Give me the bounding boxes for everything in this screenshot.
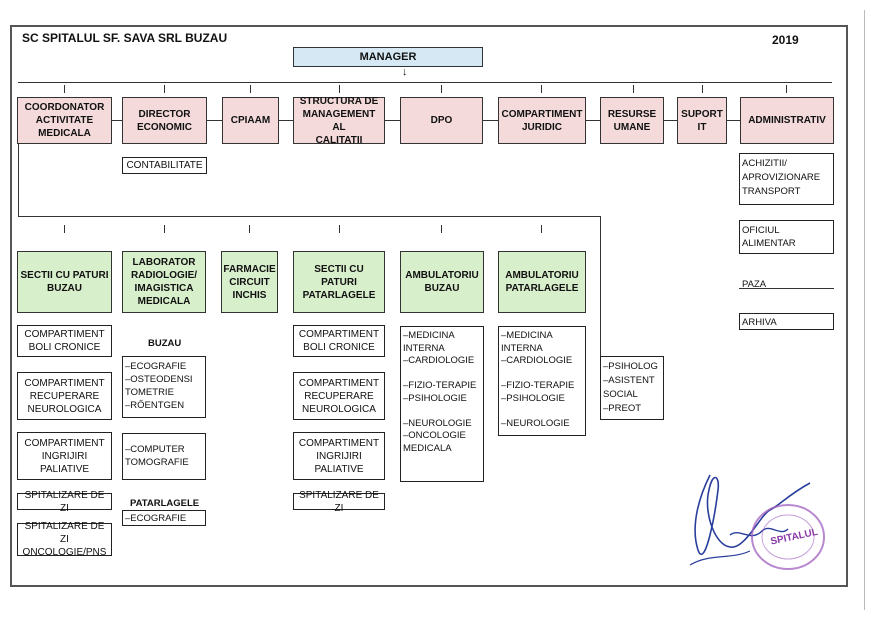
medical-connector-line	[18, 216, 600, 217]
tick	[339, 225, 340, 233]
tick	[250, 85, 251, 93]
ambulatoriu-buzau-box: AMBULATORIU BUZAU	[400, 251, 484, 313]
sectii-paturi-patarlagele-box: SECTII CU PATURI PATARLAGELE	[293, 251, 385, 313]
resurse-umane-box: RESURSE UMANE	[600, 97, 664, 144]
buzau-boli-cronice-box: COMPARTIMENT BOLI CRONICE	[17, 325, 112, 357]
farmacie-box: FARMACIE CIRCUIT INCHIS	[221, 251, 278, 313]
year-label: 2019	[772, 33, 799, 47]
sectii-paturi-buzau-box: SECTII CU PATURI BUZAU	[17, 251, 112, 313]
tick	[64, 85, 65, 93]
contabilitate-box: CONTABILITATE	[122, 157, 207, 174]
ambulatoriu-buzau-list: –MEDICINA INTERNA –CARDIOLOGIE –FIZIO-TE…	[400, 326, 484, 482]
computer-tomografie-list: –COMPUTER TOMOGRAFIE	[122, 433, 206, 480]
link	[207, 120, 222, 121]
tick	[702, 85, 703, 93]
coordonator-activitate-medicala-box: COORDONATOR ACTIVITATE MEDICALA	[17, 97, 112, 144]
patarlagele-spitalizare-zi-box: SPITALIZARE DE ZI	[293, 490, 385, 514]
achizitii-box: ACHIZITII/ APROVIZIONARE TRANSPORT	[739, 153, 834, 205]
patarlagele-recuperare-neurologica-box: COMPARTIMENT RECUPERARE NEUROLOGICA	[293, 372, 385, 420]
ambulatoriu-patarlagele-box: AMBULATORIU PATARLAGELE	[498, 251, 586, 313]
chart-frame	[10, 25, 848, 587]
medical-vertical-line	[18, 144, 19, 216]
radiologie-buzau-label: BUZAU	[148, 338, 182, 349]
manager-box: MANAGER	[293, 47, 483, 67]
link	[385, 120, 400, 121]
link	[664, 120, 677, 121]
tick	[64, 225, 65, 233]
buzau-spitalizare-zi-oncologie-box: SPITALIZARE DE ZI ONCOLOGIE/PNS	[17, 521, 112, 558]
link	[112, 120, 122, 121]
page-edge-line	[864, 10, 865, 610]
patarlagele-ingrijiri-paliative-box: COMPARTIMENT INGRIJIRI PALIATIVE	[293, 432, 385, 480]
tick	[441, 85, 442, 93]
radiologie-patarlagele-label: PATARLAGELE	[130, 498, 200, 509]
ambulatoriu-patarlagele-list: –MEDICINA INTERNA –CARDIOLOGIE –FIZIO-TE…	[498, 326, 586, 436]
tick	[164, 225, 165, 233]
arhiva-box: ARHIVA	[739, 313, 834, 330]
administrativ-box: ADMINISTRATIV	[740, 97, 834, 144]
dpo-box: DPO	[400, 97, 483, 144]
top-connector-line	[18, 82, 832, 83]
tick	[786, 85, 787, 93]
patarlagele-boli-cronice-box: COMPARTIMENT BOLI CRONICE	[293, 325, 385, 357]
link	[586, 120, 600, 121]
radiologie-buzau-list: –ECOGRAFIE –OSTEODENSI TOMETRIE –RŐENTGE…	[122, 356, 206, 418]
link	[279, 120, 293, 121]
suport-it-box: SUPORT IT	[677, 97, 727, 144]
cpiaam-box: CPIAAM	[222, 97, 279, 144]
tick	[541, 85, 542, 93]
tick	[441, 225, 442, 233]
tick	[249, 225, 250, 233]
tick	[339, 85, 340, 93]
link	[483, 120, 498, 121]
organization-title: SC SPITALUL SF. SAVA SRL BUZAU	[22, 31, 228, 45]
buzau-spitalizare-zi-box: SPITALIZARE DE ZI	[17, 490, 112, 514]
paza-line	[739, 288, 834, 289]
psiholog-vertical-line	[600, 216, 601, 356]
manager-arrow: ↓	[402, 66, 408, 78]
paza-label: PAZA	[742, 279, 767, 290]
tick	[633, 85, 634, 93]
radiologie-patarlagele-list: –ECOGRAFIE	[122, 510, 206, 526]
laborator-radiologie-box: LABORATOR RADIOLOGIE/ IMAGISTICA MEDICAL…	[122, 251, 206, 313]
link	[727, 120, 740, 121]
tick	[164, 85, 165, 93]
structura-management-calitatii-box: STRUCTURA DE MANAGEMENT AL CALITATII	[293, 96, 385, 146]
director-economic-box: DIRECTOR ECONOMIC	[122, 97, 207, 144]
tick	[541, 225, 542, 233]
buzau-ingrijiri-paliative-box: COMPARTIMENT INGRIJIRI PALIATIVE	[17, 432, 112, 480]
compartiment-juridic-box: COMPARTIMENT JURIDIC	[498, 97, 586, 144]
oficiul-alimentar-box: OFICIUL ALIMENTAR	[739, 220, 834, 254]
buzau-recuperare-neurologica-box: COMPARTIMENT RECUPERARE NEUROLOGICA	[17, 372, 112, 420]
psiholog-box: –PSIHOLOG –ASISTENT SOCIAL –PREOT	[600, 356, 664, 420]
signature-stamp: SPITALUL	[689, 474, 825, 570]
